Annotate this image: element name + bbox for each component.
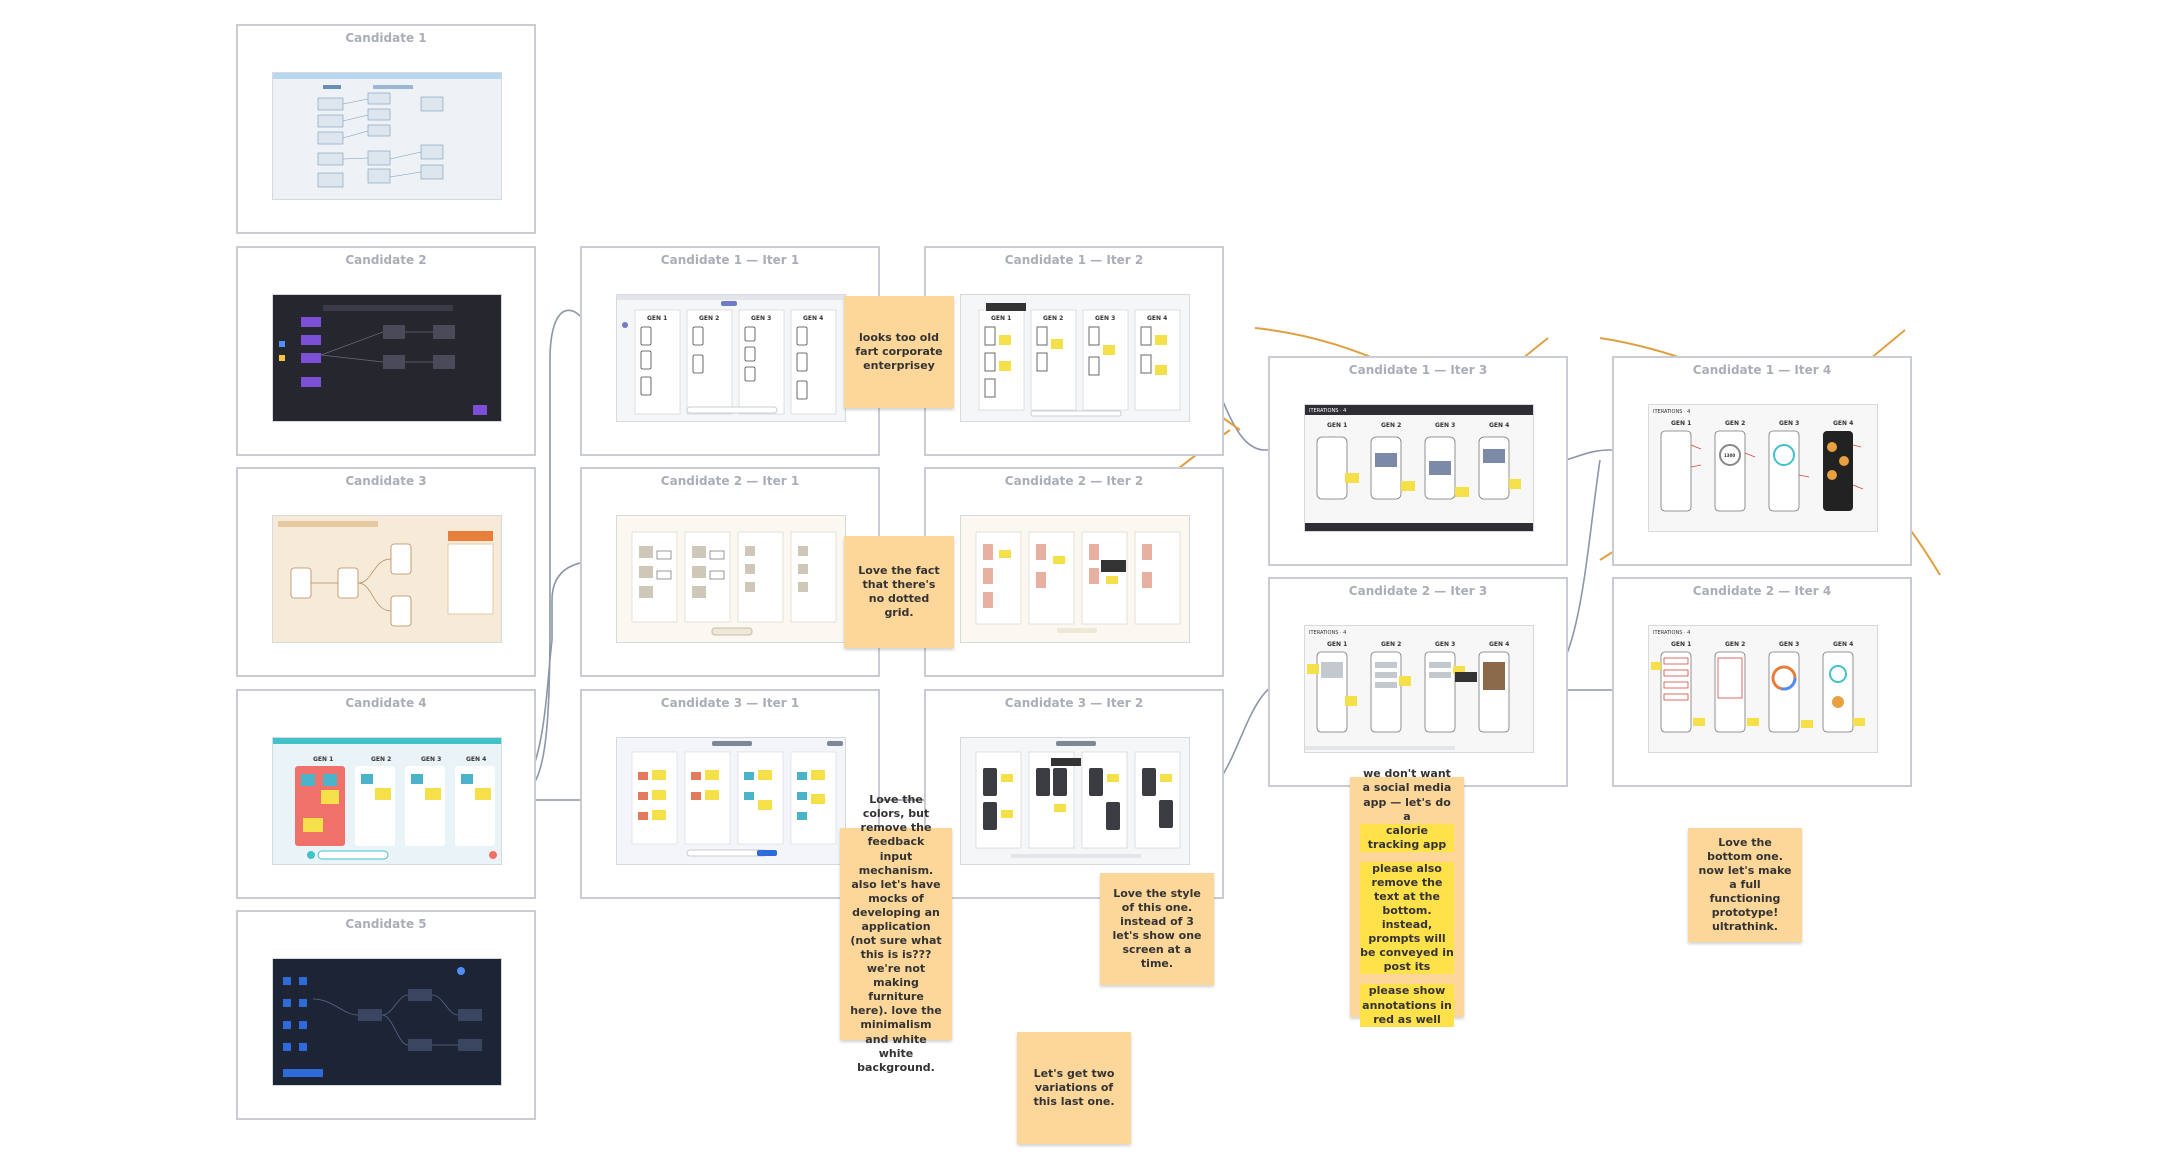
calorie-value: 1300 — [1724, 453, 1735, 458]
highlighted-text: calorie tracking app — [1360, 823, 1454, 852]
gen-label: GEN 3 — [1779, 641, 1799, 648]
candidate-1-iter-1-thumbnail[interactable]: GEN 1 GEN 2 GEN 3 GEN 4 — [616, 294, 846, 422]
gen-label: GEN 2 — [371, 756, 391, 763]
sticky-note-calorie-app[interactable]: we don't want a social media app — let's… — [1350, 767, 1464, 1027]
gen-label: GEN 4 — [1833, 420, 1853, 427]
candidate-2-iter-3-thumbnail[interactable]: ITERATIONS · 4 GEN 1 GEN 2 GEN 3 GEN 4 — [1304, 625, 1534, 753]
frame-title: Candidate 3 — Iter 2 — [1004, 696, 1144, 710]
gen-label: GEN 1 — [1671, 420, 1691, 427]
gen-label: GEN 2 — [1381, 422, 1401, 429]
sticky-note-no-dotted-grid[interactable]: Love the fact that there's no dotted gri… — [844, 536, 954, 648]
frame-candidate-4[interactable]: Candidate 4 GEN 1 GEN 2 GEN 3 GEN 4 — [236, 689, 536, 899]
gen-label: GEN 3 — [421, 756, 441, 763]
candidate-2-iter-4-thumbnail[interactable]: ITERATIONS · 4 GEN 1 GEN 2 GEN 3 GEN 4 — [1648, 625, 1878, 753]
candidate-1-iter-4-thumbnail[interactable]: ITERATIONS · 4 GEN 1 GEN 2 GEN 3 GEN 4 1… — [1648, 404, 1878, 532]
candidate-5-thumbnail[interactable] — [272, 958, 502, 1086]
gen-label: GEN 1 — [313, 756, 333, 763]
frame-title: Candidate 2 — Iter 3 — [1348, 584, 1488, 598]
gen-label: GEN 2 — [699, 315, 719, 322]
gen-label: GEN 1 — [1327, 422, 1347, 429]
frame-title: Candidate 2 — [345, 253, 427, 267]
candidate-1-iter-3-thumbnail[interactable]: ITERATIONS · 4 GEN 1 GEN 2 GEN 3 GEN 4 — [1304, 404, 1534, 532]
frame-candidate-2-iter-3[interactable]: Candidate 2 — Iter 3 ITERATIONS · 4 GEN … — [1268, 577, 1568, 787]
frame-title: Candidate 3 — Iter 1 — [660, 696, 800, 710]
gen-label: GEN 4 — [1833, 641, 1853, 648]
gen-label: GEN 3 — [1095, 315, 1115, 322]
gen-label: GEN 4 — [1489, 641, 1509, 648]
candidate-3-thumbnail[interactable] — [272, 515, 502, 643]
gen-label: GEN 3 — [1779, 420, 1799, 427]
gen-label: GEN 3 — [1435, 422, 1455, 429]
gen-label: GEN 4 — [466, 756, 486, 763]
frame-candidate-1-iter-4[interactable]: Candidate 1 — Iter 4 ITERATIONS · 4 GEN … — [1612, 356, 1912, 566]
candidate-2-iter-2-thumbnail[interactable] — [960, 515, 1190, 643]
sticky-note-one-screen[interactable]: Love the style of this one. instead of 3… — [1100, 873, 1214, 985]
highlighted-text: please also remove the text at the botto… — [1360, 861, 1454, 975]
frame-candidate-2-iter-1[interactable]: Candidate 2 — Iter 1 — [580, 467, 880, 677]
iterations-label: ITERATIONS · 4 — [1309, 630, 1346, 636]
gen-label: GEN 3 — [751, 315, 771, 322]
gen-label: GEN 1 — [647, 315, 667, 322]
frame-title: Candidate 1 — Iter 4 — [1692, 363, 1832, 377]
gen-label: GEN 1 — [991, 315, 1011, 322]
iterations-label: ITERATIONS · 4 — [1653, 630, 1690, 636]
gen-label: GEN 4 — [1147, 315, 1167, 322]
frame-title: Candidate 1 — Iter 3 — [1348, 363, 1488, 377]
frame-candidate-2[interactable]: Candidate 2 — [236, 246, 536, 456]
frame-candidate-3-iter-2[interactable]: Candidate 3 — Iter 2 — [924, 689, 1224, 899]
frame-candidate-3-iter-1[interactable]: Candidate 3 — Iter 1 — [580, 689, 880, 899]
sticky-note-corporate[interactable]: looks too old fart corporate enterprisey — [844, 296, 954, 408]
gen-label: GEN 2 — [1725, 420, 1745, 427]
candidate-3-iter-1-thumbnail[interactable] — [616, 737, 846, 865]
sticky-text: we don't want a social media app — let's… — [1360, 767, 1454, 852]
gen-label: GEN 2 — [1043, 315, 1063, 322]
candidate-1-iter-2-thumbnail[interactable]: GEN 1 GEN 2 GEN 3 GEN 4 — [960, 294, 1190, 422]
frame-title: Candidate 2 — Iter 1 — [660, 474, 800, 488]
frame-candidate-1-iter-2[interactable]: Candidate 1 — Iter 2 GEN 1 GEN 2 GEN 3 G… — [924, 246, 1224, 456]
gen-label: GEN 4 — [803, 315, 823, 322]
candidate-2-iter-1-thumbnail[interactable] — [616, 515, 846, 643]
frame-title: Candidate 2 — Iter 2 — [1004, 474, 1144, 488]
iterations-label: ITERATIONS · 4 — [1309, 408, 1346, 414]
frame-title: Candidate 4 — [345, 696, 427, 710]
candidate-4-thumbnail[interactable]: GEN 1 GEN 2 GEN 3 GEN 4 — [272, 737, 502, 865]
frame-title: Candidate 3 — [345, 474, 427, 488]
gen-label: GEN 2 — [1381, 641, 1401, 648]
frame-candidate-3[interactable]: Candidate 3 — [236, 467, 536, 677]
gen-label: GEN 4 — [1489, 422, 1509, 429]
iterations-label: ITERATIONS · 4 — [1653, 409, 1690, 415]
candidate-1-thumbnail[interactable] — [272, 72, 502, 200]
sticky-note-full-prototype[interactable]: Love the bottom one. now let's make a fu… — [1688, 828, 1802, 942]
frame-candidate-1-iter-1[interactable]: Candidate 1 — Iter 1 GEN 1 GEN 2 GEN 3 G… — [580, 246, 880, 456]
frame-title: Candidate 1 — Iter 2 — [1004, 253, 1144, 267]
candidate-2-thumbnail[interactable] — [272, 294, 502, 422]
gen-label: GEN 2 — [1725, 641, 1745, 648]
gen-label: GEN 3 — [1435, 641, 1455, 648]
frame-candidate-1-iter-3[interactable]: Candidate 1 — Iter 3 ITERATIONS · 4 GEN … — [1268, 356, 1568, 566]
sticky-note-colors-feedback[interactable]: Love the colors, but remove the feedback… — [840, 793, 952, 1074]
frame-title: Candidate 2 — Iter 4 — [1692, 584, 1832, 598]
frame-candidate-2-iter-4[interactable]: Candidate 2 — Iter 4 ITERATIONS · 4 GEN … — [1612, 577, 1912, 787]
frame-candidate-5[interactable]: Candidate 5 — [236, 910, 536, 1120]
sticky-note-two-variations[interactable]: Let's get two variations of this last on… — [1017, 1032, 1131, 1144]
frame-candidate-2-iter-2[interactable]: Candidate 2 — Iter 2 — [924, 467, 1224, 677]
candidate-3-iter-2-thumbnail[interactable] — [960, 737, 1190, 865]
frame-title: Candidate 1 — [345, 31, 427, 45]
highlighted-text: please show annotations in red as well — [1360, 984, 1454, 1027]
frame-title: Candidate 5 — [345, 917, 427, 931]
frame-candidate-1[interactable]: Candidate 1 — [236, 24, 536, 234]
gen-label: GEN 1 — [1327, 641, 1347, 648]
frame-title: Candidate 1 — Iter 1 — [660, 253, 800, 267]
gen-label: GEN 1 — [1671, 641, 1691, 648]
